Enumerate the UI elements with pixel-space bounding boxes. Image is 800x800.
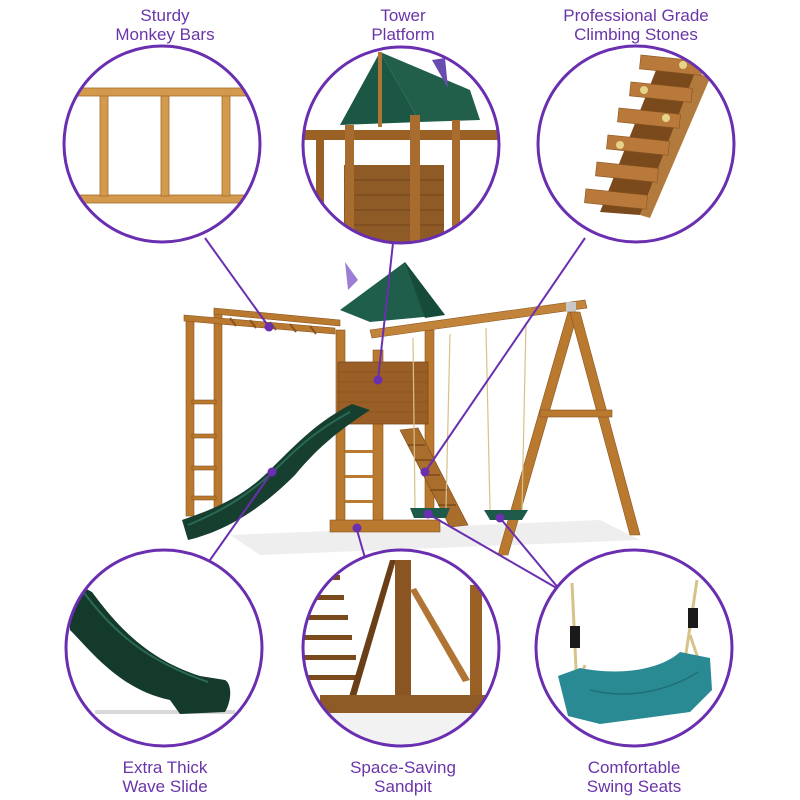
feature-label-line2: Wave Slide <box>122 777 208 796</box>
playset-main-illustration <box>182 262 641 556</box>
tower-closeup <box>301 45 501 245</box>
sandpit-closeup <box>301 548 501 748</box>
feature-label-climbing-stones: Professional Grade Climbing Stones <box>526 6 746 44</box>
feature-label-sandpit: Space-Saving Sandpit <box>293 758 513 796</box>
monkey-bars-closeup <box>62 44 262 244</box>
feature-label-line1: Tower <box>380 6 426 25</box>
callout-lines <box>204 237 586 591</box>
feature-label-line1: Sturdy <box>140 6 190 25</box>
feature-label-line2: Swing Seats <box>586 777 682 796</box>
feature-label-line1: Professional Grade <box>563 6 709 25</box>
feature-label-line2: Monkey Bars <box>115 25 215 44</box>
climbing-ladder-closeup <box>536 44 736 244</box>
feature-label-monkey-bars: Sturdy Monkey Bars <box>55 6 275 44</box>
feature-label-line1: Extra Thick <box>122 758 208 777</box>
feature-label-line2: Platform <box>371 25 435 44</box>
feature-label-line2: Sandpit <box>374 777 432 796</box>
feature-label-line1: Comfortable <box>587 758 681 777</box>
feature-label-swing-seats: Comfortable Swing Seats <box>524 758 744 796</box>
slide-closeup <box>64 548 264 748</box>
feature-label-line2: Climbing Stones <box>574 25 698 44</box>
feature-label-wave-slide: Extra Thick Wave Slide <box>55 758 275 796</box>
feature-label-line1: Space-Saving <box>350 758 456 777</box>
swing-seat-closeup <box>534 548 734 748</box>
feature-label-tower-platform: Tower Platform <box>293 6 513 44</box>
callout-dots <box>264 322 505 533</box>
